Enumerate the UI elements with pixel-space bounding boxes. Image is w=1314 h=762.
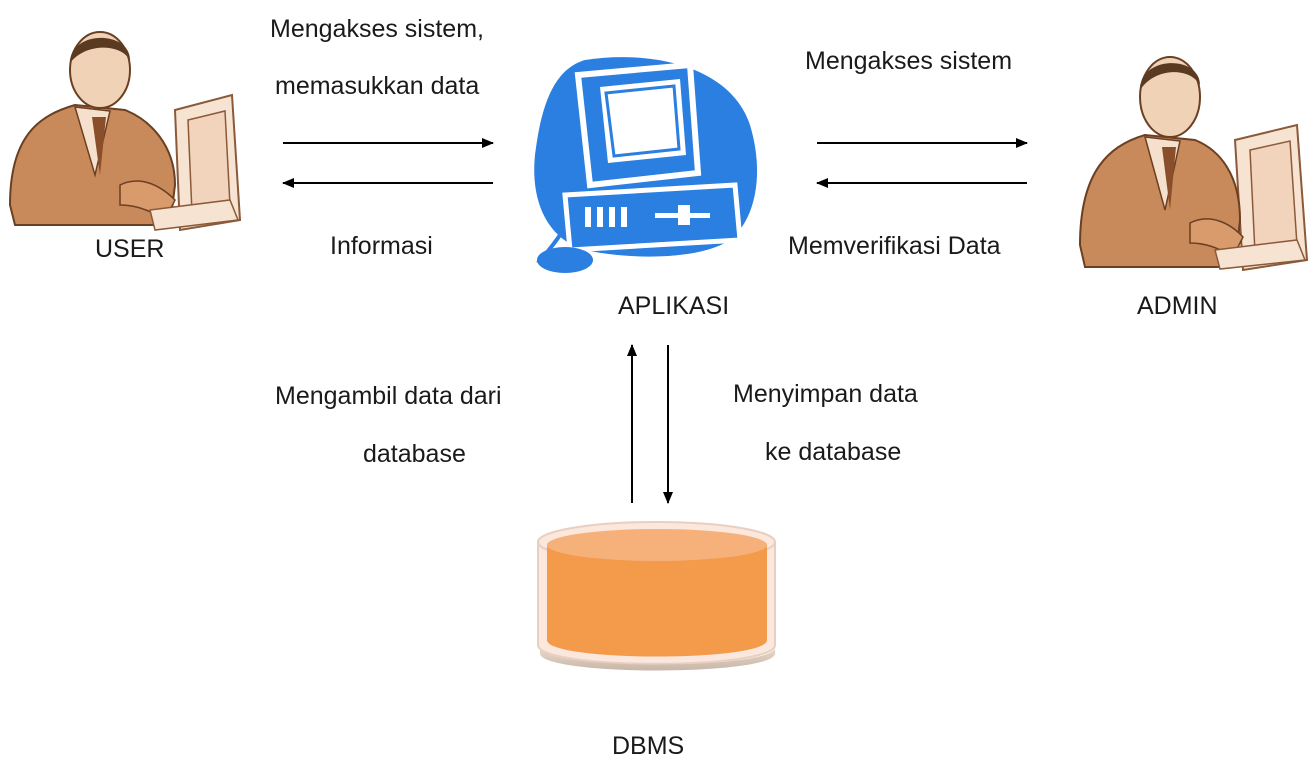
database-cylinder-icon: [537, 521, 776, 671]
aplikasi-label: APLIKASI: [618, 292, 730, 320]
edge-label-user-to-app-line2: memasukkan data: [275, 72, 480, 100]
edge-label-app-to-db-line1: Menyimpan data: [733, 380, 918, 408]
edge-label-app-to-admin: Memverifikasi Data: [788, 232, 1001, 260]
edge-label-admin-to-app: Mengakses sistem: [805, 47, 1013, 75]
edge-label-app-to-user: Informasi: [330, 232, 433, 260]
edge-label-app-to-db-line2: ke database: [765, 438, 902, 466]
computer-icon: [534, 57, 758, 273]
edge-label-db-to-app-line1: Mengambil data dari: [275, 382, 502, 410]
user-person-icon: [8, 31, 242, 232]
dbms-label: DBMS: [612, 732, 685, 760]
user-label: USER: [95, 235, 165, 263]
edge-label-db-to-app-line2: database: [363, 440, 466, 468]
edge-label-user-to-app-line1: Mengakses sistem,: [270, 15, 484, 43]
admin-person-icon: [1078, 56, 1309, 272]
admin-label: ADMIN: [1137, 292, 1218, 320]
